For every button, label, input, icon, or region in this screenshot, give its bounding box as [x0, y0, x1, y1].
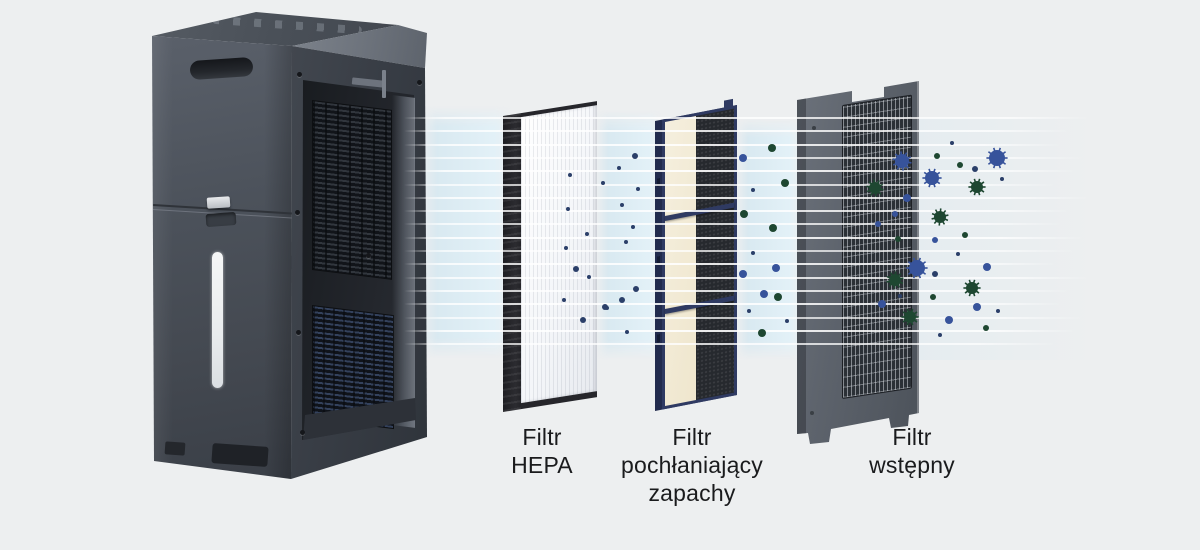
dust-particle-navy [956, 252, 960, 256]
dust-particle-navy [587, 275, 591, 279]
hinge-pin [382, 70, 386, 98]
dust-particle-blue [875, 221, 881, 227]
dust-particle-green [930, 294, 936, 300]
screw-icon [300, 430, 305, 435]
dust-particle-navy [751, 188, 755, 192]
dust-particle-green [768, 144, 776, 152]
dust-particle-navy [972, 166, 978, 172]
dust-particle-navy [932, 271, 938, 277]
screw-icon [417, 80, 422, 85]
dust-particle-navy [898, 294, 902, 298]
dust-particle-navy [585, 232, 589, 236]
virus-particle-green [968, 178, 986, 196]
dust-particle-green [781, 179, 789, 187]
dust-particle-blue [760, 290, 768, 298]
dust-particle-navy [631, 225, 635, 229]
dust-particle-navy [568, 173, 572, 177]
device-side-panel [152, 36, 292, 479]
dust-particle-navy [1000, 177, 1004, 181]
virus-particle-blue [922, 168, 942, 188]
dust-particle-green [758, 329, 766, 337]
screw-icon [812, 126, 816, 130]
dust-particle-navy [636, 187, 640, 191]
dust-particle-navy [605, 306, 609, 310]
dust-particle-blue [932, 237, 938, 243]
screw-icon [296, 330, 301, 335]
virus-particle-blue [892, 151, 912, 171]
dust-particle-green [740, 210, 748, 218]
dust-particle-navy [564, 246, 568, 250]
virus-particle-blue [986, 147, 1008, 169]
dust-particle-navy [785, 319, 789, 323]
dust-particle-blue [739, 154, 747, 162]
dust-particle-blue [739, 270, 747, 278]
dust-particle-blue [903, 194, 911, 202]
virus-particle-green [901, 308, 919, 326]
dust-particle-navy [573, 266, 579, 272]
dust-particle-navy [747, 309, 751, 313]
dust-particle-navy [751, 251, 755, 255]
screw-icon [810, 411, 814, 415]
label-pre-filter: Filtr wstępny [869, 424, 955, 478]
dust-particle-navy [566, 207, 570, 211]
label-hepa-filter: Filtr HEPA [511, 424, 573, 478]
pre-filter-side-edge [797, 81, 806, 444]
dust-particle-blue [878, 300, 886, 308]
dust-particle-navy [580, 317, 586, 323]
dust-particle-navy [950, 141, 954, 145]
dust-particle-blue [772, 264, 780, 272]
virus-particle-blue [906, 257, 928, 279]
dust-particle-green [774, 293, 782, 301]
screw-icon [366, 253, 371, 258]
dust-particle-green [983, 325, 989, 331]
water-level-window [212, 252, 223, 388]
dust-particle-navy [601, 181, 605, 185]
dust-particle-navy [619, 297, 625, 303]
virus-particle-green [963, 279, 981, 297]
dust-particle-navy [624, 240, 628, 244]
virus-particle-green [931, 208, 949, 226]
pre-filter-highlight-edge [917, 81, 919, 417]
dust-particle-navy [938, 333, 942, 337]
dust-particle-green [769, 224, 777, 232]
screw-icon [297, 72, 302, 77]
dust-particle-navy [620, 203, 624, 207]
dust-particle-blue [892, 211, 898, 217]
dust-particle-green [962, 232, 968, 238]
dust-particle-green [957, 162, 963, 168]
dust-particle-blue [973, 303, 981, 311]
dust-particle-navy [617, 166, 621, 170]
dust-particle-navy [562, 298, 566, 302]
dust-particle-navy [633, 286, 639, 292]
dust-particle-blue [983, 263, 991, 271]
dust-particle-green [895, 236, 901, 242]
dust-particle-green [934, 153, 940, 159]
dust-particle-navy [632, 153, 638, 159]
dust-particle-navy [625, 330, 629, 334]
dust-particle-blue [945, 316, 953, 324]
label-odor-filter: Filtr pochłaniający zapachy [621, 424, 763, 506]
dust-particle-navy [996, 309, 1000, 313]
virus-particle-green [866, 179, 884, 197]
virus-particle-green [886, 271, 904, 289]
screw-icon [295, 210, 300, 215]
